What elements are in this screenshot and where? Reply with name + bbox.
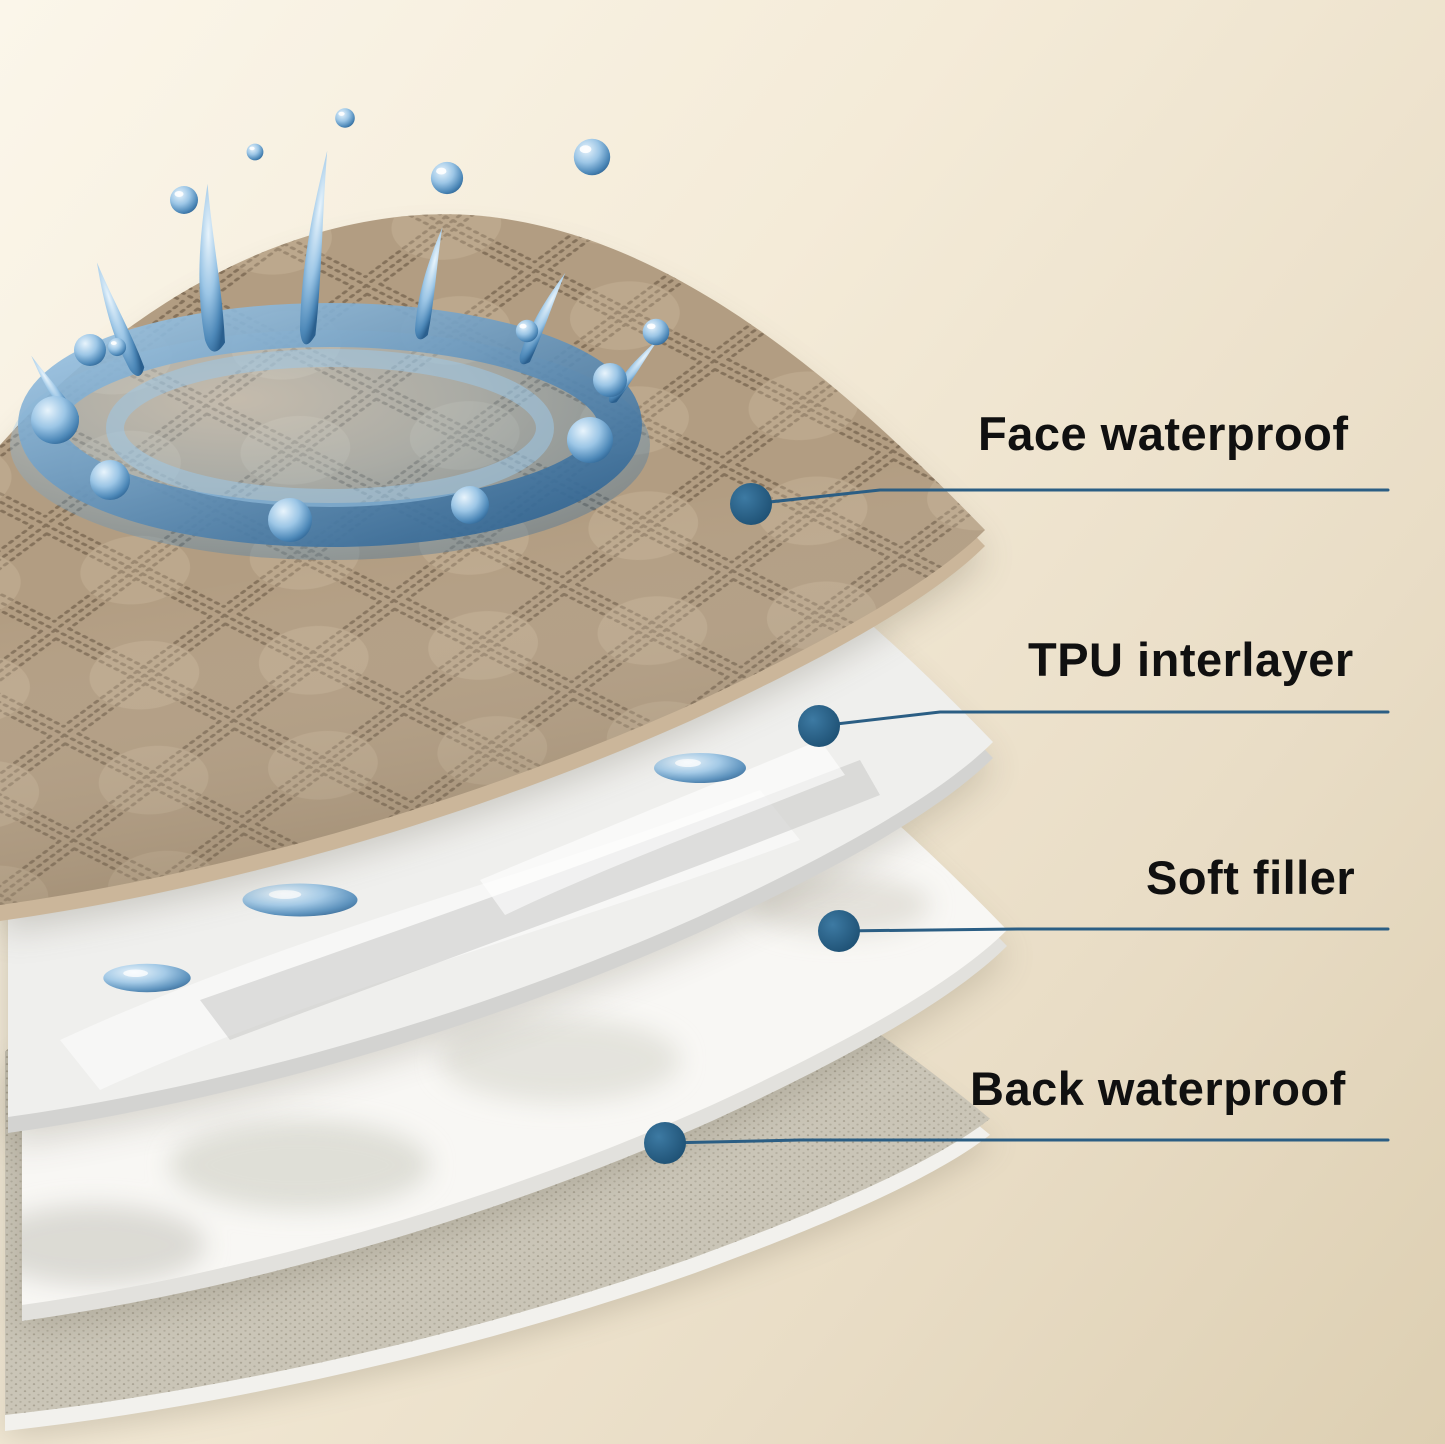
callout-label-back-waterproof: Back waterproof (970, 1062, 1346, 1115)
callout-dot-face-waterproof (730, 483, 772, 525)
callout-dot-tpu-interlayer (798, 705, 840, 747)
water-droplet (642, 318, 670, 346)
water-splash (10, 108, 670, 560)
gloss-streak (480, 740, 845, 915)
fluff-blotch (170, 1120, 430, 1210)
tpu-gloss (60, 740, 880, 1090)
callout-dot-back-waterproof (644, 1122, 686, 1164)
water-droplet (515, 319, 539, 343)
fluff-blotch (22, 1205, 205, 1285)
fluff-blotch (440, 1018, 680, 1102)
splash-rim-blob (90, 460, 130, 500)
water-droplet (654, 753, 746, 783)
splash-rim-blob (31, 396, 79, 444)
splash-spike (199, 183, 225, 352)
splash-inner-ring (106, 349, 554, 507)
water-droplet (103, 963, 191, 993)
callout-line-tpu-interlayer (817, 710, 1390, 728)
gloss-streak (200, 760, 880, 1040)
splash-rim-blob (268, 498, 312, 542)
water-droplet (335, 108, 355, 128)
water-droplet (170, 186, 198, 214)
water-droplet (246, 143, 264, 161)
callout-line-soft-filler (837, 927, 1390, 933)
callout-line-back-waterproof (663, 1138, 1390, 1145)
callout-line-face-waterproof (749, 488, 1390, 506)
water-droplet (107, 337, 127, 357)
splash-rim-blob (451, 486, 489, 524)
callout-label-soft-filler: Soft filler (1146, 851, 1356, 904)
tpu-interlayer-layer (8, 426, 993, 1143)
callouts (644, 483, 1390, 1164)
splash-rim-blob (593, 363, 627, 397)
callout-label-tpu-interlayer: TPU interlayer (1028, 633, 1354, 686)
water-droplet (573, 138, 611, 176)
callout-dot-soft-filler (818, 910, 860, 952)
water-droplet (242, 883, 358, 917)
splash-rim-blob (74, 334, 106, 366)
water-droplet (430, 161, 464, 195)
splash-rim-blob (567, 417, 613, 463)
callout-label-face-waterproof: Face waterproof (978, 407, 1349, 460)
